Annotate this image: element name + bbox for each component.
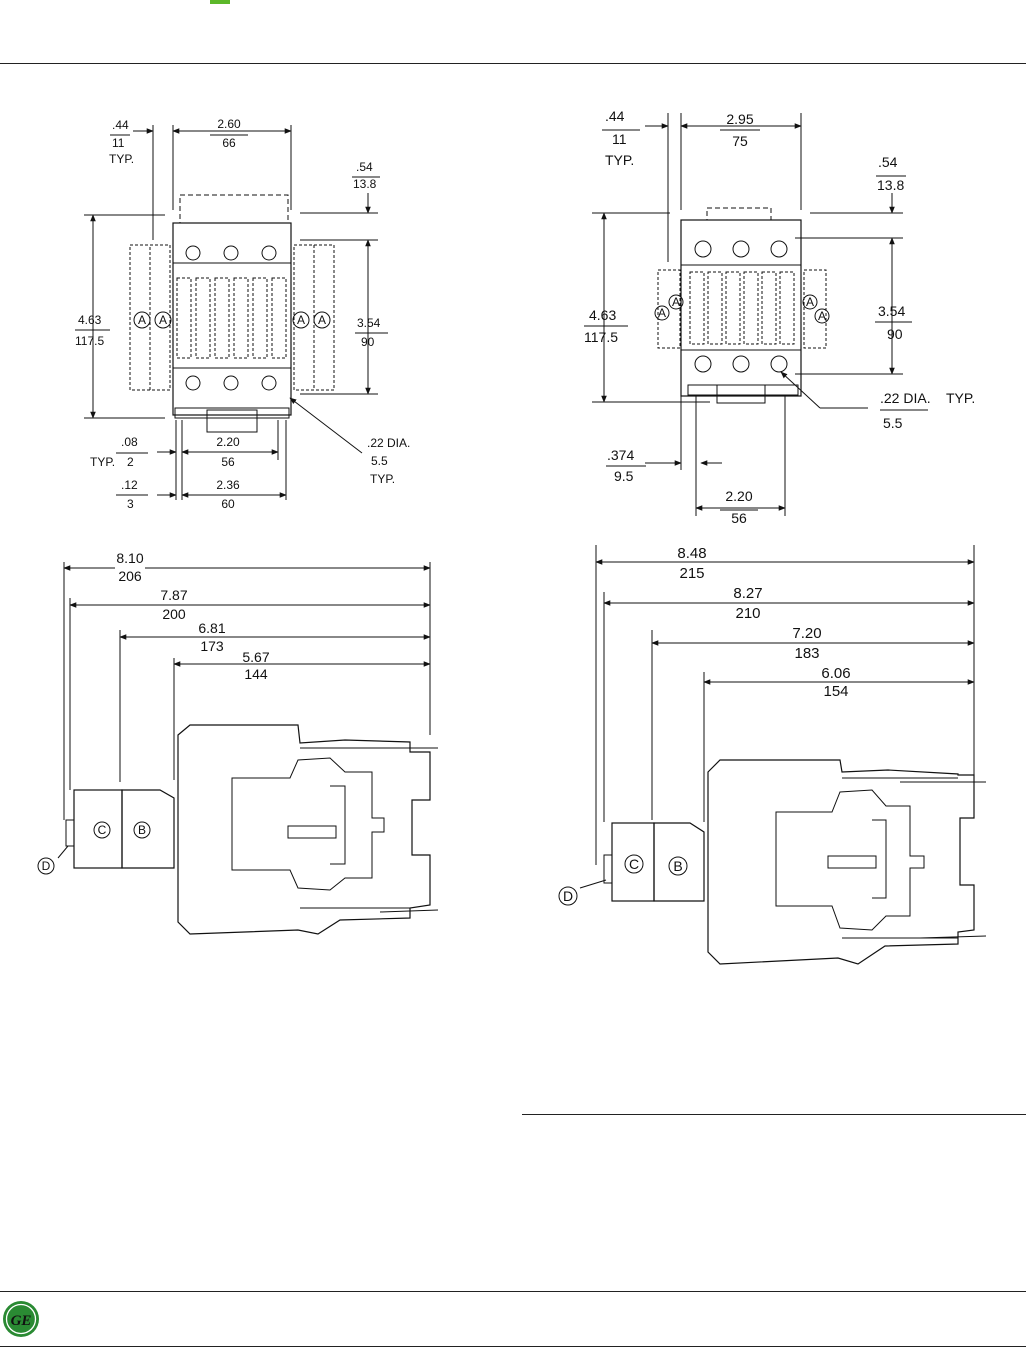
left-dim2-in: 7.87: [160, 587, 187, 603]
right-hole-spacing-mm: 90: [887, 326, 903, 342]
left-marker-a-4: A: [318, 313, 326, 327]
left-marker-a-3: A: [297, 313, 305, 327]
right-height-mm: 117.5: [584, 329, 618, 345]
left-dim3-in: 6.81: [198, 620, 225, 636]
left-side-offset-note: TYP.: [109, 152, 134, 166]
right-side-view: [558, 545, 987, 965]
right-hole-dia-in: .22 DIA.: [880, 390, 931, 406]
left-front-view: [75, 125, 388, 500]
right-top-offset-mm: 13.8: [877, 177, 904, 193]
right-hole-dia-mm: 5.5: [883, 415, 903, 431]
left-base-width-mm: 60: [221, 497, 235, 511]
right-dim2-in: 8.27: [733, 585, 762, 602]
left-dim1-mm: 206: [118, 568, 142, 584]
right-marker-a-3: A: [806, 295, 814, 309]
right-mount-width-mm: 56: [731, 510, 747, 526]
right-marker-d: D: [563, 888, 573, 904]
left-height-mm: 117.5: [75, 334, 104, 348]
left-mount-width-in: 2.20: [216, 435, 240, 449]
logo-text: GE: [11, 1313, 32, 1329]
right-marker-a-4: A: [818, 309, 826, 323]
left-top-offset-mm: 13.8: [353, 177, 377, 191]
left-base-width-in: 2.36: [216, 478, 240, 492]
right-dim2-mm: 210: [735, 605, 760, 622]
left-dim4-in: 5.67: [242, 649, 269, 665]
right-width-top-mm: 75: [732, 133, 748, 149]
left-marker-a-1: A: [138, 313, 146, 327]
left-marker-b: B: [138, 823, 146, 837]
header-rule: [0, 63, 1026, 64]
right-left-offset-mm: 9.5: [614, 468, 634, 484]
right-top-offset-in: .54: [878, 154, 898, 170]
right-dim4-in: 6.06: [821, 665, 850, 682]
right-marker-a-2: A: [658, 306, 666, 320]
left-top-offset-in: .54: [356, 160, 373, 174]
left-dim1-in: 8.10: [116, 550, 143, 566]
left-dim3-mm: 173: [200, 638, 224, 654]
left-hole-dia-note: TYP.: [370, 472, 395, 486]
right-dim1-in: 8.48: [677, 545, 706, 562]
right-mount-width-in: 2.20: [725, 488, 752, 504]
left-hole-dia-mm: 5.5: [371, 454, 388, 468]
left-height-in: 4.63: [78, 313, 102, 327]
left-small-offset-in: .08: [121, 435, 138, 449]
right-marker-b: B: [673, 858, 682, 874]
left-small-offset-note: TYP.: [90, 455, 115, 469]
right-side-offset-note: TYP.: [605, 152, 634, 168]
left-marker-d: D: [42, 859, 51, 873]
footer-rule-top: [0, 1291, 1026, 1292]
section-rule: [522, 1114, 1026, 1115]
left-small-offset-mm: 2: [127, 455, 134, 469]
right-left-offset-in: .374: [607, 447, 634, 463]
right-width-top-in: 2.95: [726, 111, 753, 127]
left-hole-spacing-mm: 90: [361, 335, 375, 349]
right-height-in: 4.63: [589, 307, 616, 323]
right-front-view: [584, 113, 928, 516]
left-side-offset-in: .44: [112, 118, 129, 132]
left-marker-a-2: A: [159, 313, 167, 327]
left-dim4-mm: 144: [244, 666, 268, 682]
left-mount-width-mm: 56: [221, 455, 235, 469]
right-marker-c: C: [629, 856, 639, 872]
right-dim3-mm: 183: [794, 645, 819, 662]
left-side-offset-mm: 11: [112, 136, 125, 150]
left-width-top-mm: 66: [222, 136, 236, 150]
left-marker-c: C: [98, 823, 107, 837]
right-dim1-mm: 215: [679, 565, 704, 582]
left-side-view: [37, 562, 439, 935]
left-width-top-in: 2.60: [217, 117, 241, 131]
right-side-offset-mm: 11: [612, 131, 627, 147]
accent-tab: [210, 0, 230, 4]
footer-rule-bottom: [0, 1346, 1026, 1347]
right-hole-dia-note: TYP.: [946, 390, 975, 406]
right-dim3-in: 7.20: [792, 625, 821, 642]
ge-monogram-icon: GE: [3, 1301, 39, 1337]
right-marker-a-1: A: [672, 295, 680, 309]
right-hole-spacing-in: 3.54: [878, 303, 905, 319]
right-dim4-mm: 154: [823, 683, 848, 700]
left-hole-dia-in: .22 DIA.: [367, 436, 410, 450]
left-base-offset-in: .12: [121, 478, 138, 492]
left-dim2-mm: 200: [162, 606, 186, 622]
left-hole-spacing-in: 3.54: [357, 316, 381, 330]
left-base-offset-mm: 3: [127, 497, 134, 511]
right-side-offset-in: .44: [605, 108, 625, 124]
